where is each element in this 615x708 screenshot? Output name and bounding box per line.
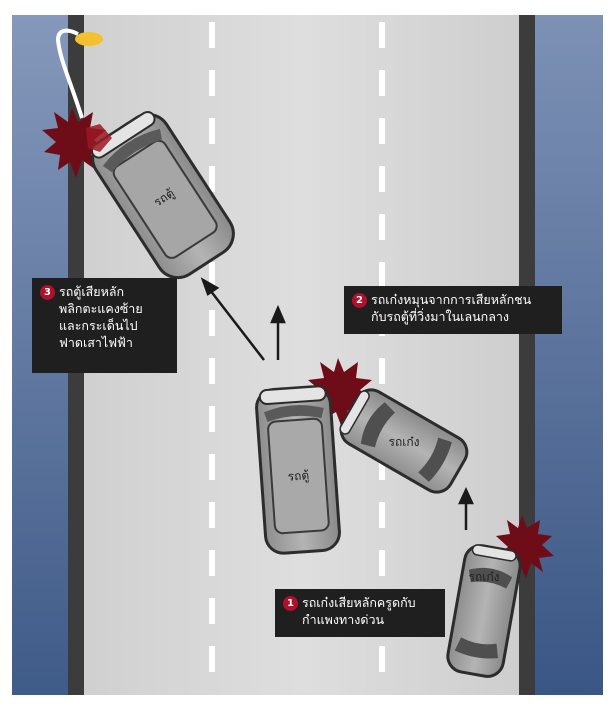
van-top: รถตู้ [90,110,235,280]
sedan-bottom-label: รถเก๋ง [469,570,500,584]
impact-burst-icon [86,124,112,152]
arrow-up-icon [458,487,474,530]
arrow-up-icon [270,304,286,360]
van-middle-label: รถตู้ [287,468,310,484]
sedan-middle-label: รถเก๋ง [389,435,420,449]
sedan-middle: รถเก๋ง [339,388,469,494]
callout-step-2-line-2: กับรถตู้ที่วิ่งมาในเลนกลาง [371,309,510,324]
curb-right [519,15,535,695]
callout-step-2-line-1: รถเก๋งหมุนจากการเสียหลักชน [371,292,532,307]
callout-step-1-line-2: กำแพงทางด่วน [302,612,385,627]
street-lamp-icon [55,28,103,119]
callout-step-3-line-1: รถตู้เสียหลัก [59,284,125,299]
van-middle: รถตู้ [255,385,341,555]
step-badge: 2 [352,293,367,308]
sedan-bottom: รถเก๋ง [446,544,522,678]
callout-step-1: 1 รถเก๋งเสียหลักครูดกับ กำแพงทางด่วน [275,589,445,637]
callout-step-1-line-1: รถเก๋งเสียหลักครูดกับ [302,595,416,610]
callout-step-3: 3 รถตู้เสียหลัก พลิกตะแคงซ้าย และกระเด็นไ… [32,278,177,373]
callout-step-3-line-3: และกระเด็นไป [59,318,138,333]
arrow-up-icon [200,277,265,361]
step-badge: 3 [40,285,55,300]
callout-step-2: 2 รถเก๋งหมุนจากการเสียหลักชน กับรถตู้ที่ว… [344,286,562,334]
step-badge: 1 [283,596,298,611]
callout-step-3-line-2: พลิกตะแคงซ้าย [59,301,143,316]
water-right [535,15,603,695]
callout-step-3-line-4: ฟาดเสาไฟฟ้า [59,335,133,350]
